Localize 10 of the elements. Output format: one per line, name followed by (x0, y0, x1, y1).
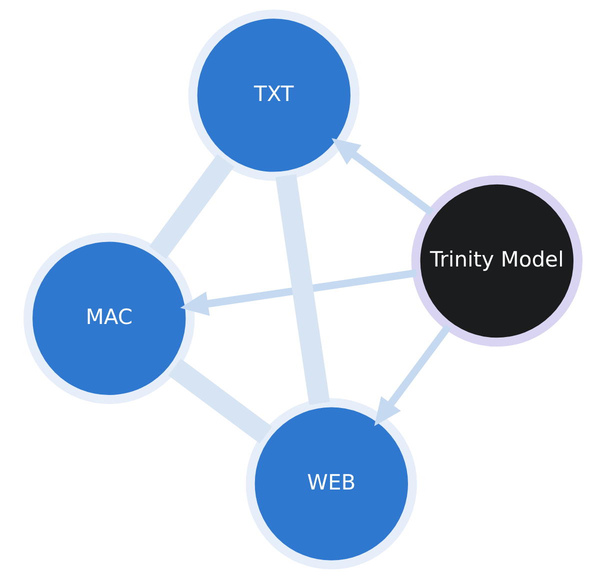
node-circle: TXT (188, 10, 360, 181)
arrow (374, 324, 452, 426)
node-circle: MAC (24, 232, 195, 404)
connector (275, 174, 330, 405)
node-circle: Trinity Model (411, 175, 582, 347)
node-circle: WEB (246, 398, 418, 570)
arrow (332, 138, 434, 216)
connector (168, 358, 272, 444)
arrow (180, 269, 418, 316)
connector (149, 154, 234, 259)
